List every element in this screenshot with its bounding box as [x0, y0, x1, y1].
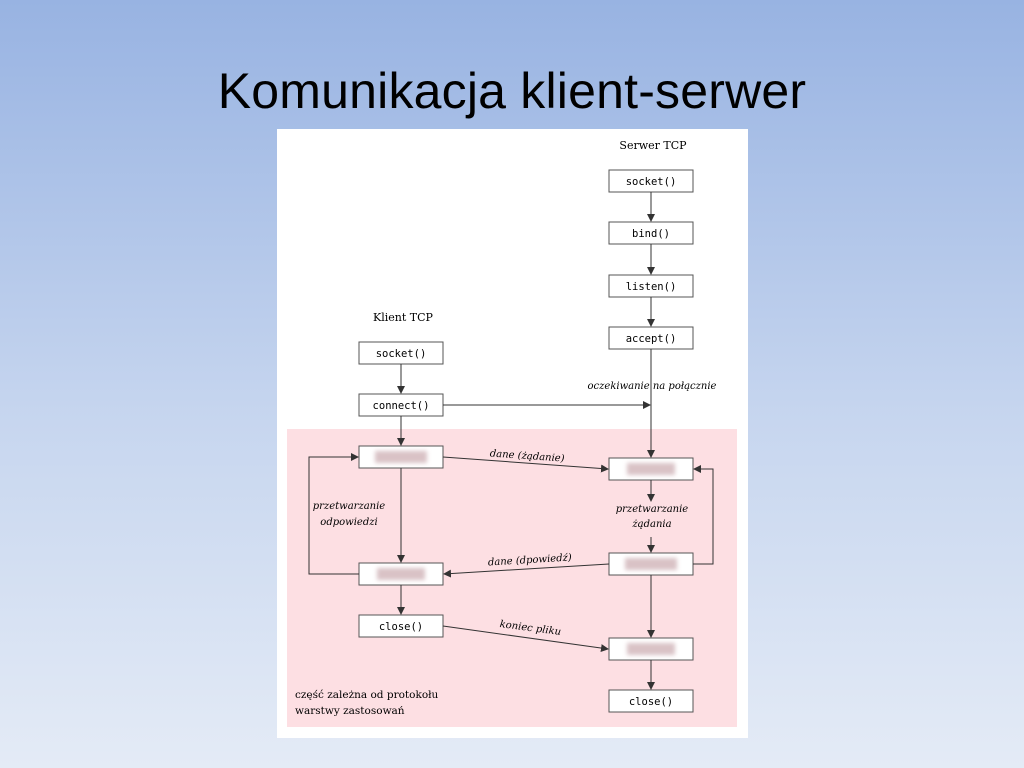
client-connect-label: connect(): [373, 400, 430, 412]
eof-arrow: [442, 625, 609, 652]
server-close-box: close(): [608, 689, 694, 713]
blurred-call-label: [627, 463, 675, 475]
client-close-label: close(): [379, 621, 423, 633]
process-response-label-2: odpowiedzi: [320, 517, 377, 528]
client-socket-box: socket(): [358, 341, 444, 365]
slide-title: Komunikacja klient-serwer: [217, 63, 807, 119]
blurred-call-label: [375, 451, 427, 463]
process-request-label-2: żądania: [631, 519, 671, 530]
client-write-box: [358, 445, 444, 469]
server-bind-label: bind(): [632, 228, 670, 240]
region-note-line-2: warstwy zastosowań: [295, 705, 405, 717]
blurred-call-label: [625, 558, 677, 570]
request-arrow: [442, 456, 609, 473]
client-close-box: close(): [358, 614, 444, 638]
client-heading: Klient TCP: [373, 311, 434, 324]
server-read-eof-box: [608, 637, 694, 661]
process-response-label-1: przetwarzanie: [313, 501, 386, 512]
tcp-sequence-diagram: Serwer TCP Klient TCP socket() bind() li…: [277, 129, 748, 738]
client-socket-label: socket(): [376, 348, 427, 360]
server-bind-box: bind(): [608, 221, 694, 245]
server-write-box: [608, 552, 694, 576]
server-accept-label: accept(): [626, 333, 677, 345]
process-request-label-1: przetwarzanie: [616, 504, 689, 515]
client-connect-box: connect(): [358, 393, 444, 417]
blurred-call-label: [627, 643, 675, 655]
server-socket-box: socket(): [608, 169, 694, 193]
data-response-label: dane (dpowiedź): [488, 552, 572, 568]
server-flow-arrows: [647, 192, 714, 690]
blurred-call-label: [377, 568, 425, 580]
server-socket-label: socket(): [626, 176, 677, 188]
server-heading: Serwer TCP: [619, 139, 687, 152]
region-note-line-1: część zależna od protokołu: [295, 688, 439, 701]
data-request-label: dane (żądanie): [489, 448, 565, 464]
waiting-label: oczekiwanie na połącznie: [588, 381, 717, 392]
server-close-label: close(): [629, 696, 673, 708]
response-arrow: [443, 563, 610, 578]
server-listen-box: listen(): [608, 274, 694, 298]
diagram-canvas: Serwer TCP Klient TCP socket() bind() li…: [287, 139, 737, 727]
message-arrows: [442, 401, 651, 652]
server-accept-box: accept(): [608, 326, 694, 350]
server-read-box: [608, 457, 694, 481]
server-listen-label: listen(): [626, 281, 677, 293]
client-flow-arrows: [308, 364, 405, 615]
client-read-box: [358, 562, 444, 586]
